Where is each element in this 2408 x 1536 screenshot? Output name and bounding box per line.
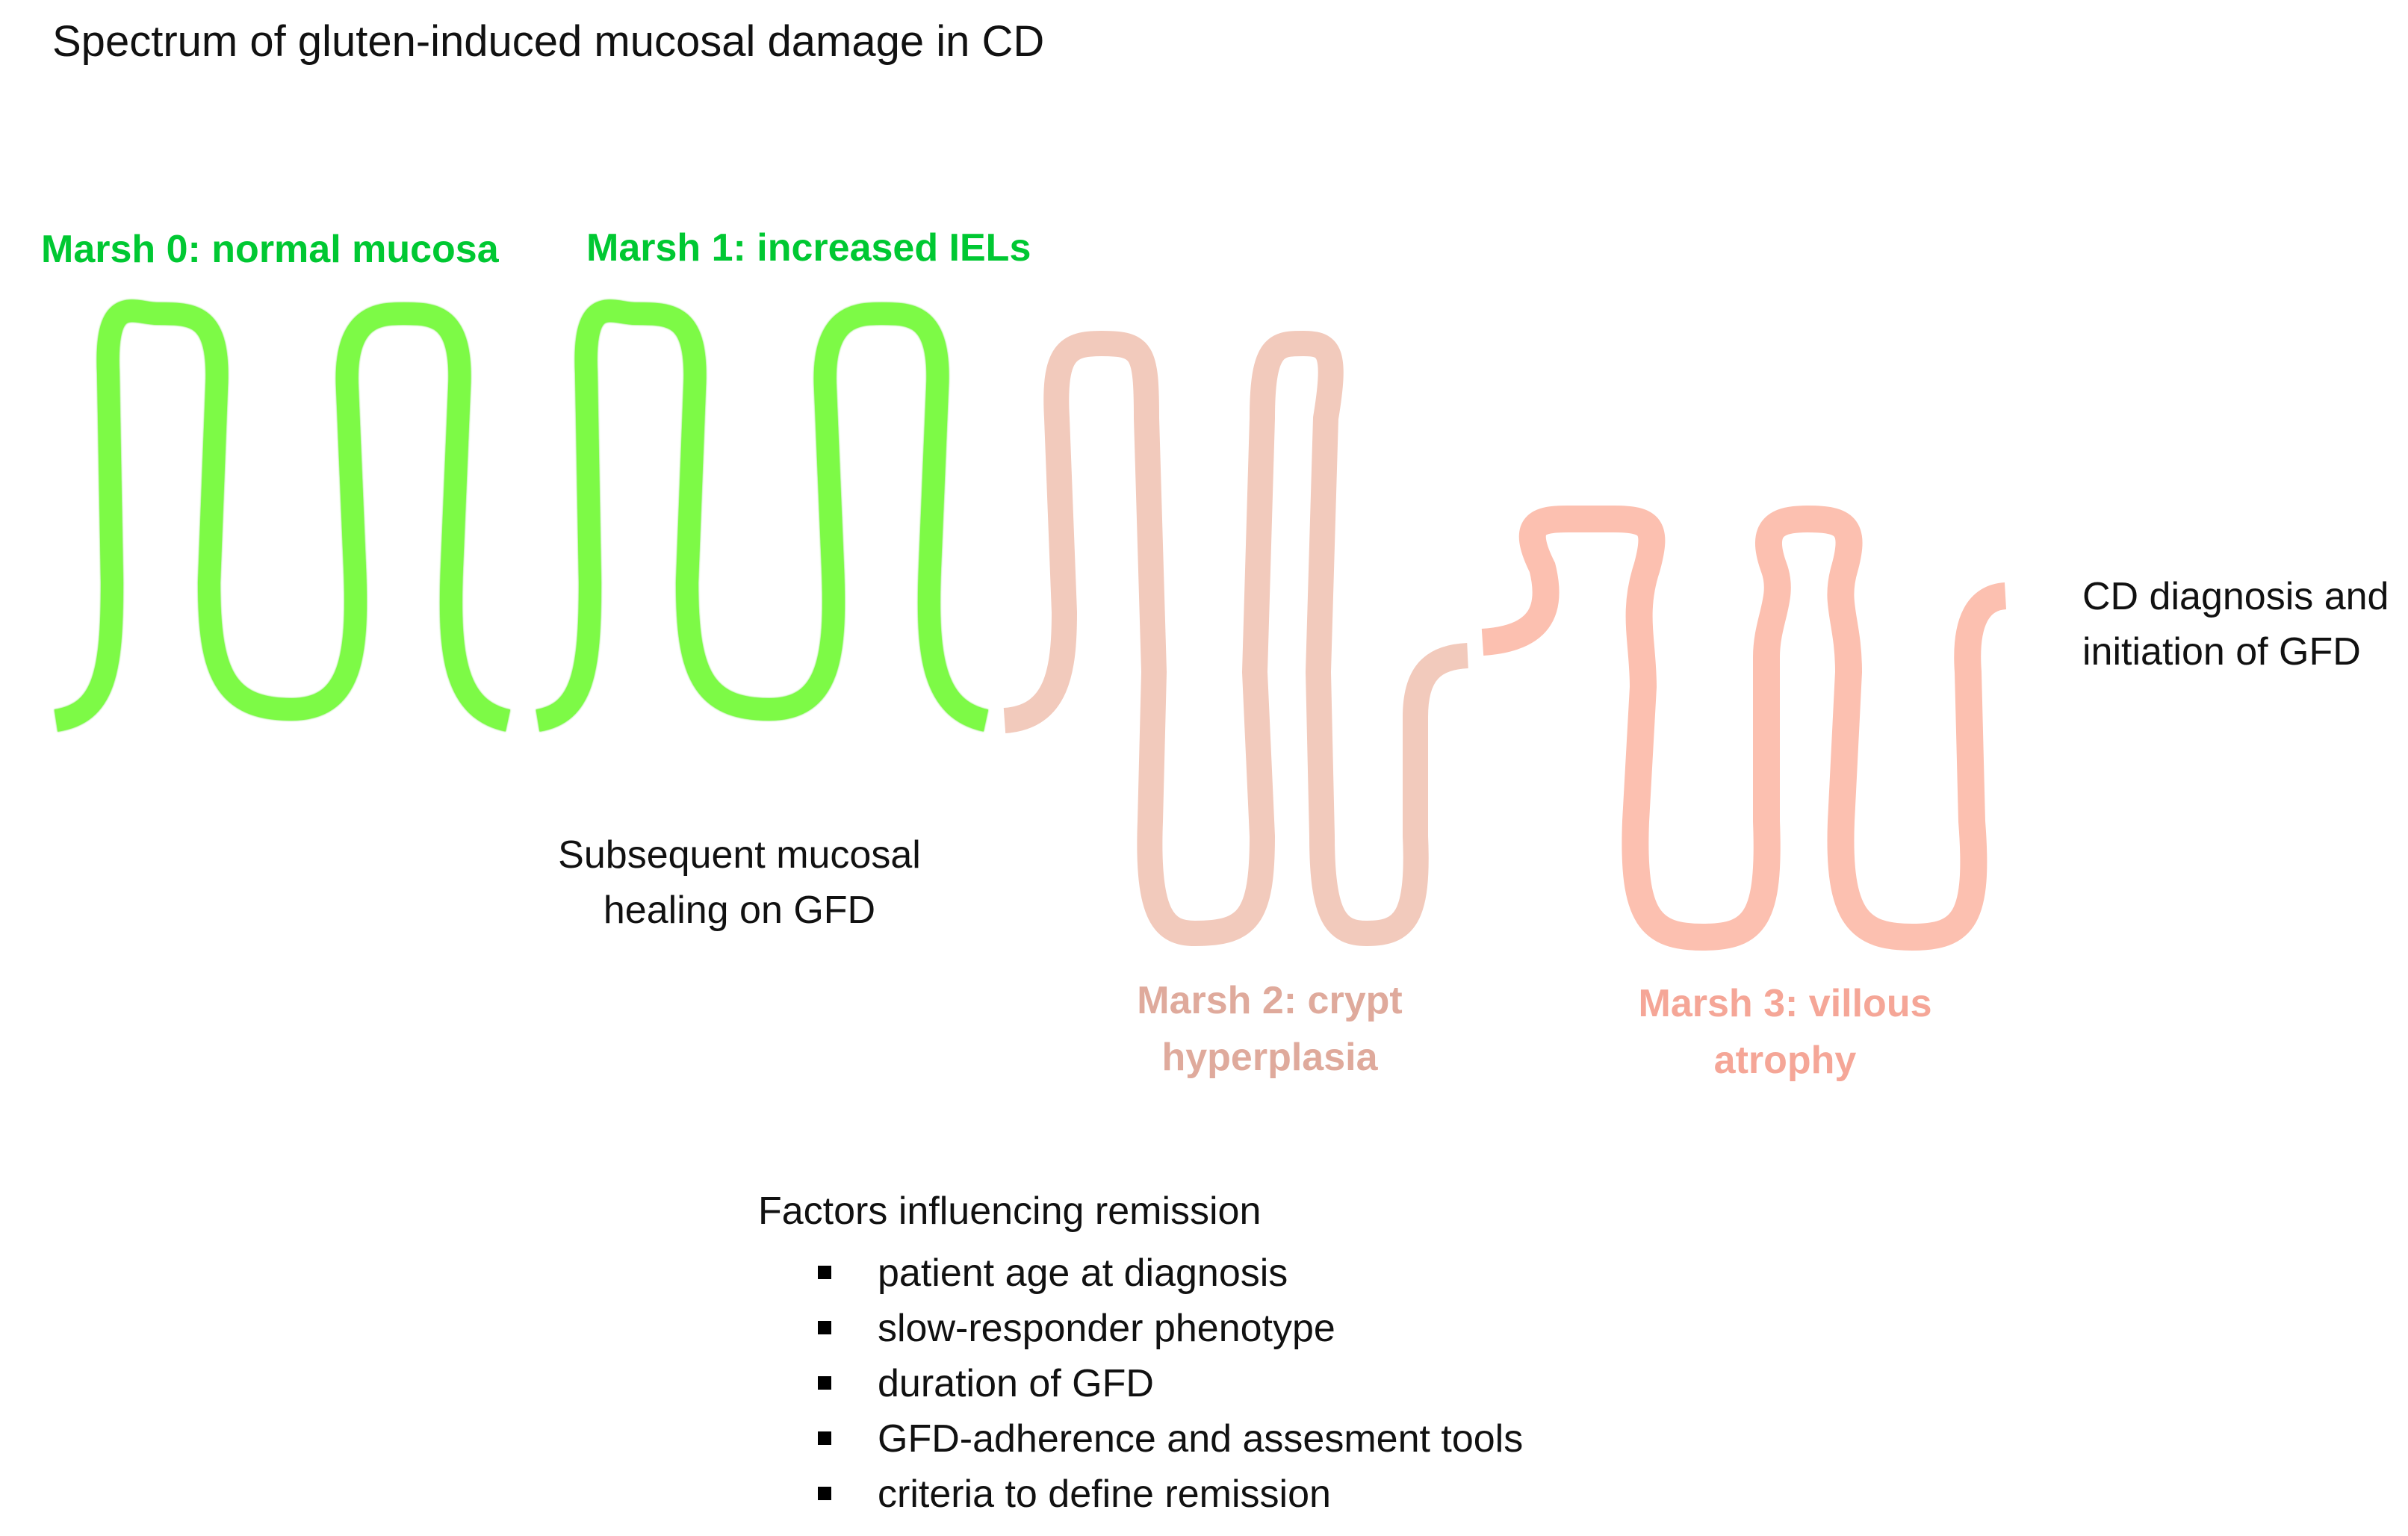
factor-item-text: slow-responder phenotype [878,1307,1335,1350]
stage-label-marsh-1: Marsh 1: increased IELs [586,226,1031,270]
diagnosis-note: CD diagnosis and initiation of GFD [2082,569,2389,680]
factor-item: duration of GFD [818,1356,1523,1411]
stage-label-marsh-0: Marsh 0: normal mucosa [41,228,499,271]
factor-item: GFD-adherence and assesment tools [818,1411,1523,1467]
stage-label-marsh-3-line-2: atrophy [1713,1039,1857,1082]
factor-item: patient age at diagnosis [818,1246,1523,1301]
square-bullet-icon [818,1431,831,1445]
square-bullet-icon [818,1321,831,1334]
marsh-3-mucosa [1481,505,2008,951]
square-bullet-icon [818,1266,831,1279]
healing-note-line-2: healing on GFD [603,889,876,932]
marsh-0-mucosa [54,299,511,732]
factors-list: patient age at diagnosis slow-responder … [818,1246,1523,1522]
square-bullet-icon [818,1487,831,1500]
diagram-title: Spectrum of gluten-induced mucosal damag… [52,17,1045,66]
marsh-2-mucosa [1002,330,1469,947]
square-bullet-icon [818,1376,831,1390]
marsh-1-mucosa [535,299,989,732]
factors-heading: Factors influencing remission [758,1190,1262,1233]
factor-item: slow-responder phenotype [818,1301,1523,1356]
healing-note: Subsequent mucosal healing on GFD [523,827,956,938]
factor-item: criteria to define remission [818,1467,1523,1522]
factor-item-text: patient age at diagnosis [878,1252,1288,1295]
factor-item-text: duration of GFD [878,1362,1154,1405]
stage-label-marsh-2-line-2: hyperplasia [1161,1036,1378,1079]
stage-label-marsh-3-line-1: Marsh 3: villous [1638,982,1932,1025]
diagnosis-note-line-2: initiation of GFD [2082,630,2361,674]
stage-label-marsh-2: Marsh 2: crypt hyperplasia [1061,972,1479,1086]
diagnosis-note-line-1: CD diagnosis and [2082,575,2389,618]
healing-note-line-1: Subsequent mucosal [558,833,921,877]
stage-label-marsh-2-line-1: Marsh 2: crypt [1137,979,1403,1022]
factor-item-text: criteria to define remission [878,1473,1331,1516]
factor-item-text: GFD-adherence and assesment tools [878,1417,1524,1461]
stage-label-marsh-3: Marsh 3: villous atrophy [1568,975,2002,1089]
